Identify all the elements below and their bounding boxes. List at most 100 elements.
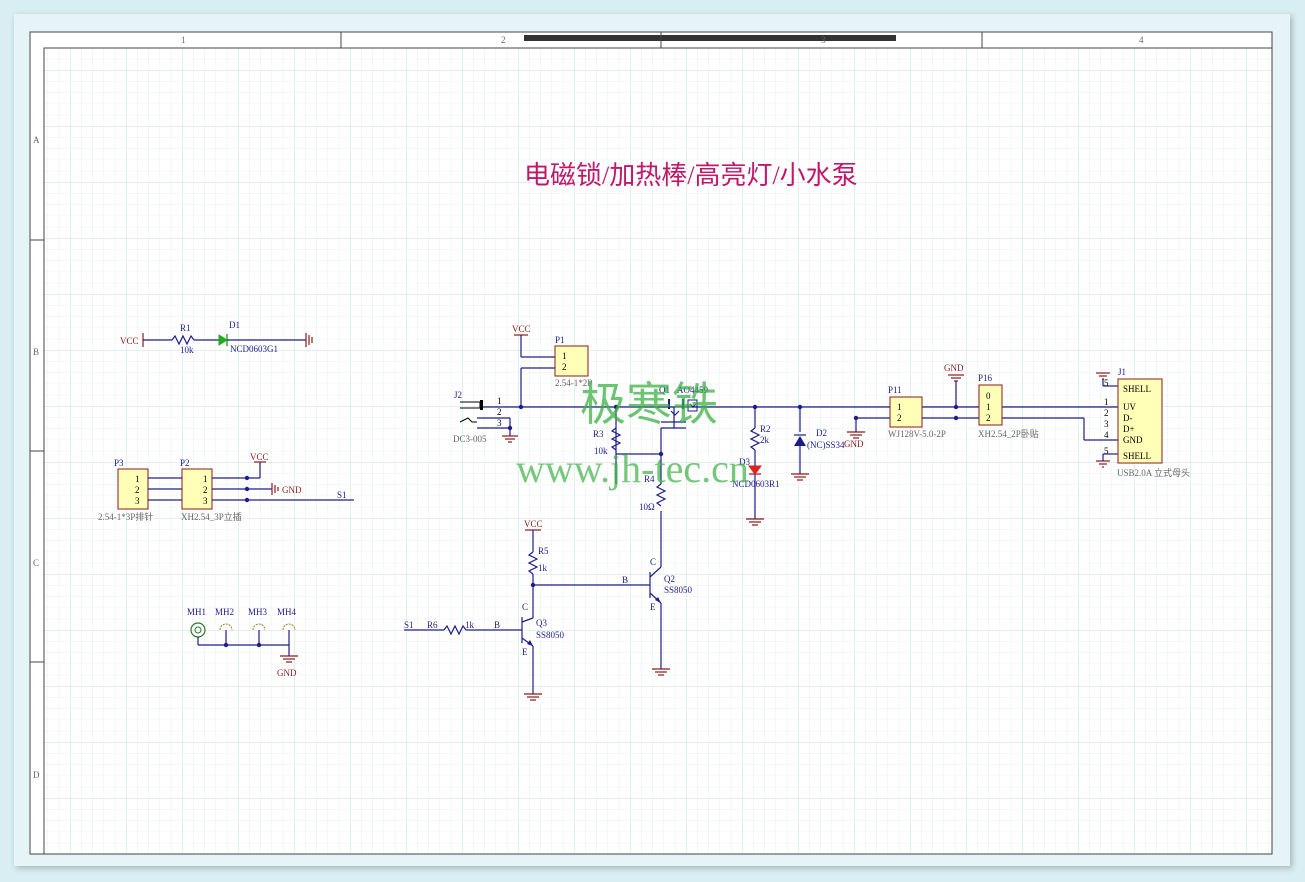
header-p2: P2 1 2 3 XH2.54_3P立插: [180, 458, 242, 522]
r3-ref: R3: [593, 429, 604, 439]
p2-pin-label: 3: [203, 496, 208, 506]
p11-pin-label: 2: [897, 413, 902, 423]
sheet-inner-border: [43, 47, 1273, 855]
r2-ref: R2: [760, 424, 771, 434]
row-label: D: [33, 770, 40, 780]
p3-ref: P3: [114, 458, 124, 468]
j2-pin-label: 3: [497, 418, 502, 428]
d3-ref: D3: [739, 457, 750, 467]
p3-pin-label: 2: [135, 485, 140, 495]
red-led-circuit: R2 2k D3 NCD0603R1: [732, 404, 780, 526]
j1-footprint: USB2.0A 立式母头: [1117, 467, 1190, 478]
p16-pin-label: 0: [986, 391, 991, 401]
r4-value: 10Ω: [639, 502, 655, 512]
q3-value: SS8050: [536, 630, 565, 640]
watermark-brand: 极寒铁: [580, 379, 718, 430]
d1-value: NCD0603G1: [230, 344, 278, 354]
column-label: 2: [501, 35, 506, 45]
mount-hole-icon: [252, 623, 266, 631]
p16-pin-label: 1: [986, 402, 991, 412]
usb-connector-j1: J1 5 1 2 3 4 5 SHELL UV D- D+ GND SHELL …: [1083, 367, 1190, 478]
j2-ref: J2: [454, 390, 462, 400]
p1-ref: P1: [555, 335, 565, 345]
p2-ref: P2: [180, 458, 190, 468]
j2-pin-label: 2: [497, 407, 502, 417]
gnd-label: GND: [282, 485, 302, 495]
row-ruler: A B C D: [30, 135, 44, 780]
j1-signal-label: SHELL: [1123, 451, 1151, 461]
q2-base-pin-label: B: [622, 575, 628, 585]
resistor-r3: R3 10k: [593, 427, 622, 456]
q2-collector-pin-label: C: [650, 557, 656, 567]
column-label: 3: [821, 35, 826, 45]
mh-ref: MH2: [215, 607, 234, 617]
q1-ref: Q1: [659, 385, 670, 395]
p3-footprint: 2.54-1*3P排针: [98, 511, 153, 522]
p1-pin-label: 2: [562, 362, 567, 372]
mh-ref: MH3: [248, 607, 268, 617]
q3-ref: Q3: [536, 618, 547, 628]
schematic-window: 1 2 3 4 A B C D 电磁锁/加热棒/高亮灯/小水泵 VCC R1 1…: [14, 14, 1290, 866]
r1-ref: R1: [180, 323, 191, 333]
watermark-url: www.jh-tec.cn: [516, 446, 749, 491]
vcc-label: VCC: [120, 336, 139, 346]
j1-pin-label: 3: [1104, 419, 1109, 429]
r5-ref: R5: [538, 546, 549, 556]
p11-ref: P11: [888, 385, 902, 395]
p16-pin-label: 2: [986, 413, 991, 423]
q3-emitter-pin-label: E: [522, 647, 528, 657]
r4-ref: R4: [644, 474, 655, 484]
r2-value: 2k: [760, 435, 770, 445]
mount-holes: MH1 MH2 MH3 MH4 GND: [187, 607, 298, 678]
p16-footprint: XH2.54_2P卧贴: [978, 428, 1039, 439]
j2-footprint: DC3-005: [453, 434, 487, 444]
led-indicator-circuit: VCC R1 10k D1 NCD0603G1: [120, 320, 313, 355]
p11-pin-label: 1: [897, 402, 902, 412]
d1-ref: D1: [229, 320, 240, 330]
resistor-r4: R4 10Ω: [639, 474, 667, 558]
j1-pin-label: 5: [1104, 378, 1109, 388]
d3-value: NCD0603R1: [732, 479, 780, 489]
p3-pin-label: 1: [135, 474, 140, 484]
j1-signal-label: GND: [1123, 435, 1143, 445]
s1-net-label: S1: [404, 620, 414, 630]
column-ruler: 1 2 3 4: [181, 32, 1144, 48]
schematic-sheet: 1 2 3 4 A B C D 电磁锁/加热棒/高亮灯/小水泵 VCC R1 1…: [29, 31, 1273, 855]
led-d1-icon: [218, 334, 228, 346]
column-label: 1: [181, 35, 186, 45]
header-p16: GND P16 0 1 2 XH2.54_2P卧贴: [944, 363, 1039, 439]
j1-signal-label: D+: [1123, 424, 1135, 434]
mh-ref: MH1: [187, 607, 206, 617]
j1-ref: J1: [1118, 367, 1126, 377]
p2-pin-label: 1: [203, 474, 208, 484]
vcc-label: VCC: [512, 324, 531, 334]
row-label: B: [33, 347, 39, 357]
row-label: A: [33, 135, 40, 145]
r6-ref: R6: [427, 620, 438, 630]
q1-value: AO4459: [677, 385, 708, 395]
mount-hole-icon: [219, 623, 233, 631]
r1-value: 10k: [180, 345, 194, 355]
p2-footprint: XH2.54_3P立插: [181, 511, 242, 522]
mount-hole-icon: [282, 623, 296, 631]
j1-pin-label: 2: [1104, 408, 1109, 418]
j1-pin-label: 1: [1104, 397, 1109, 407]
j1-signal-label: SHELL: [1123, 384, 1151, 394]
driver-r5-q2: VCC R5 1k B C Q2 SS8050 E: [524, 519, 693, 676]
q2-ref: Q2: [664, 574, 675, 584]
p2-pin-label: 2: [203, 485, 208, 495]
j1-signal-label: D-: [1123, 413, 1133, 423]
resistor-r1: [171, 334, 195, 346]
p1-pin-label: 1: [562, 351, 567, 361]
j2-pin-label: 1: [497, 396, 502, 406]
vcc-label: VCC: [524, 519, 543, 529]
q2-value: SS8050: [664, 585, 693, 595]
diode-d2: D2 (NC)SS34: [791, 404, 845, 481]
d2-ref: D2: [816, 428, 827, 438]
gnd-label: GND: [944, 363, 964, 373]
driver-r6-q3: S1 R6 1k B C Q3 SS8050 E: [404, 602, 565, 701]
q2-emitter-pin-label: E: [650, 602, 656, 612]
s1-net-label: S1: [337, 490, 347, 500]
vcc-label: VCC: [250, 452, 269, 462]
r3-value: 10k: [594, 446, 608, 456]
